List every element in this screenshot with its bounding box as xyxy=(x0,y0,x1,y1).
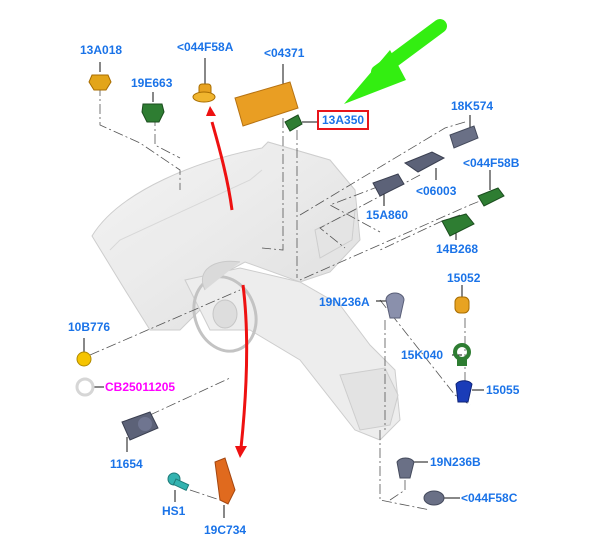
label-19E663[interactable]: 19E663 xyxy=(131,76,173,90)
part-11654-icon[interactable] xyxy=(121,411,159,441)
part-15055-icon[interactable] xyxy=(455,380,473,403)
label-15K040[interactable]: 15K040 xyxy=(401,348,444,362)
part-044F58A-icon[interactable] xyxy=(192,83,216,103)
label-19C734[interactable]: 19C734 xyxy=(204,523,247,537)
red-arrow-down-icon xyxy=(235,284,249,458)
label-19N236A[interactable]: 19N236A xyxy=(319,295,370,309)
part-13A018-icon[interactable] xyxy=(88,74,112,91)
part-19C734-icon[interactable] xyxy=(214,457,236,505)
part-06003-icon[interactable] xyxy=(403,151,446,173)
label-19N236B[interactable]: 19N236B xyxy=(430,455,481,469)
label-13A350-highlighted[interactable]: 13A350 xyxy=(317,110,370,130)
part-13A350-icon[interactable] xyxy=(284,114,303,132)
part-19N236A-icon[interactable] xyxy=(385,292,405,319)
label-11654[interactable]: 11654 xyxy=(110,457,143,471)
part-15A860-icon[interactable] xyxy=(372,173,405,197)
label-044F58B[interactable]: <044F58B xyxy=(463,156,520,170)
part-04371-icon[interactable] xyxy=(234,81,299,127)
part-14B268-icon[interactable] xyxy=(441,213,475,237)
part-15052-icon[interactable] xyxy=(454,296,470,314)
part-19E663-icon[interactable] xyxy=(141,103,165,123)
part-044F58B-icon[interactable] xyxy=(477,187,505,207)
part-HS1-icon[interactable] xyxy=(167,472,190,492)
part-044F58C-icon[interactable] xyxy=(423,490,445,506)
label-13A018[interactable]: 13A018 xyxy=(80,43,123,57)
red-arrow-up-icon xyxy=(206,106,234,211)
label-CB25011205[interactable]: CB25011205 xyxy=(105,380,176,394)
instrument-panel-assembly xyxy=(91,141,401,441)
label-04371[interactable]: <04371 xyxy=(264,46,305,60)
green-highlight-arrow-icon xyxy=(344,19,447,104)
label-06003[interactable]: <06003 xyxy=(416,184,457,198)
part-18K574-icon[interactable] xyxy=(449,125,479,149)
label-18K574[interactable]: 18K574 xyxy=(451,99,494,113)
label-10B776[interactable]: 10B776 xyxy=(68,320,111,334)
label-14B268[interactable]: 14B268 xyxy=(436,242,479,256)
part-CB25011205-icon[interactable] xyxy=(75,377,95,397)
label-15A860[interactable]: 15A860 xyxy=(366,208,409,222)
part-10B776-icon[interactable] xyxy=(76,351,92,367)
label-044F58A[interactable]: <044F58A xyxy=(177,40,234,54)
label-044F58C[interactable]: <044F58C xyxy=(461,491,518,505)
part-15K040-icon[interactable] xyxy=(453,343,471,366)
part-19N236B-icon[interactable] xyxy=(396,457,415,479)
label-HS1[interactable]: HS1 xyxy=(162,504,186,518)
label-15052[interactable]: 15052 xyxy=(447,271,481,285)
label-15055[interactable]: 15055 xyxy=(486,383,520,397)
